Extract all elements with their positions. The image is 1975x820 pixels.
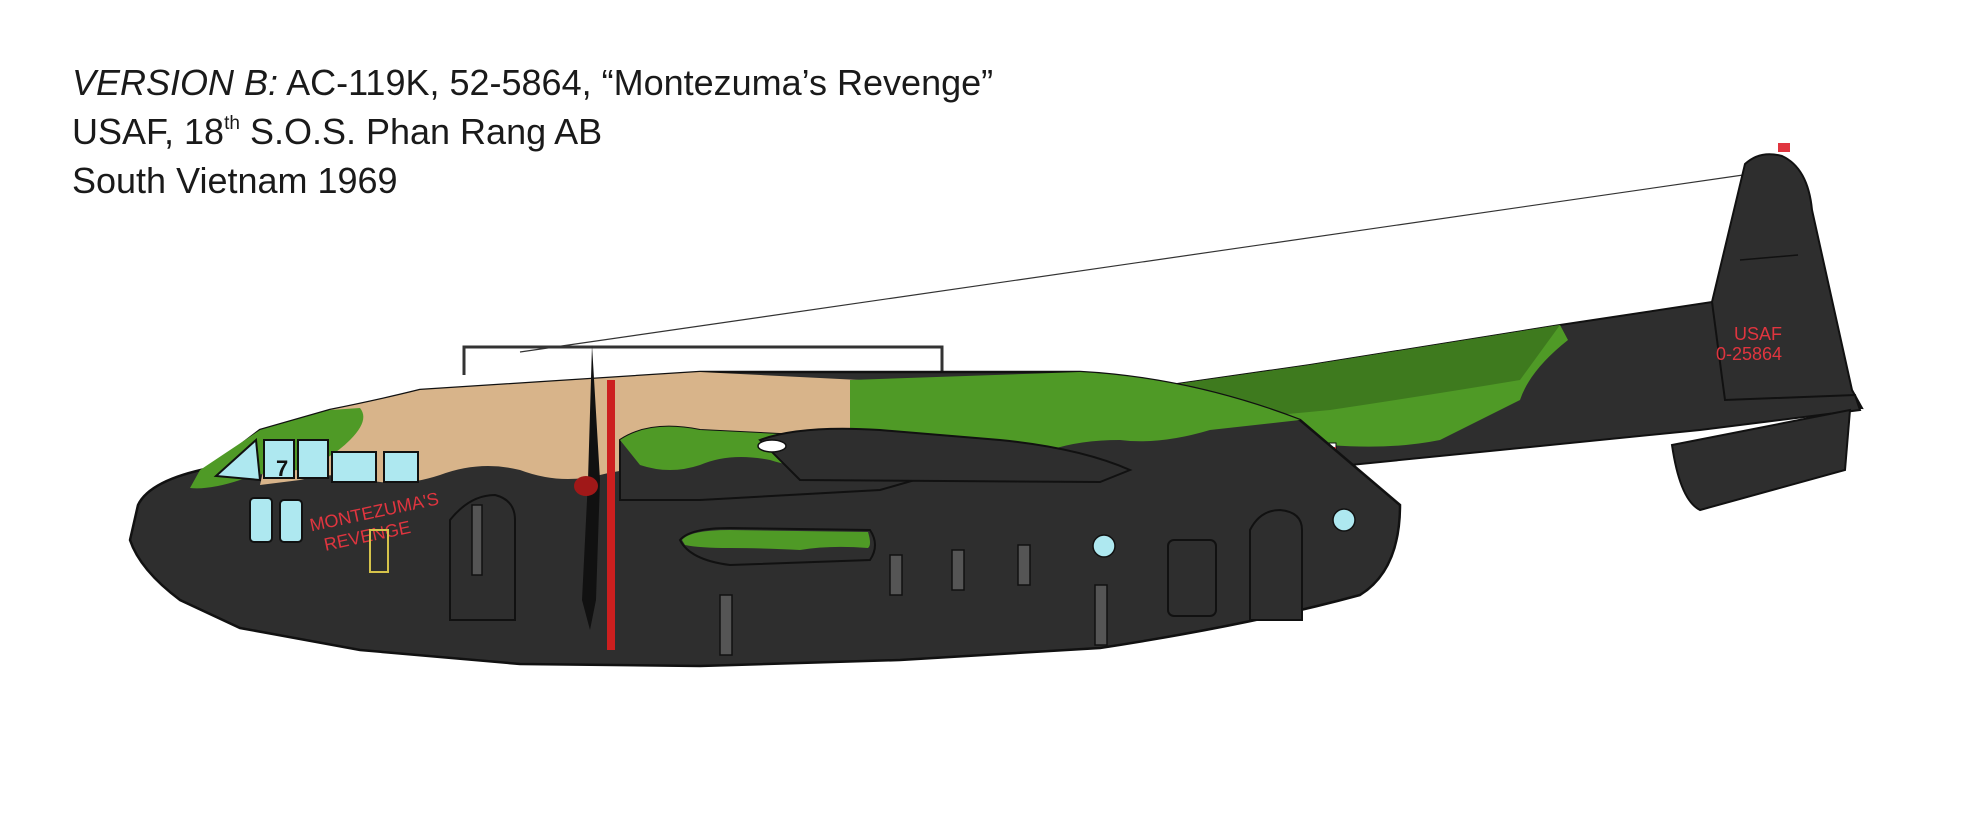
version-label: VERSION B: bbox=[72, 62, 279, 103]
horizontal-stabilizer bbox=[1670, 408, 1852, 512]
tail-serial: 0-25864 bbox=[1716, 344, 1782, 364]
unit-prefix: USAF, 18 bbox=[72, 111, 225, 152]
tail-light bbox=[1778, 143, 1790, 152]
tail-fin bbox=[1710, 153, 1864, 410]
engine-intake bbox=[757, 439, 787, 453]
antenna-wire bbox=[519, 173, 1751, 353]
caption-line-3: South Vietnam 1969 bbox=[72, 160, 398, 201]
cockpit-windows bbox=[213, 437, 419, 543]
minigun-stations bbox=[719, 544, 1108, 656]
jet-pod-camo bbox=[682, 530, 870, 550]
nose-art-doorway bbox=[369, 529, 389, 573]
cargo-door bbox=[1249, 508, 1303, 621]
antenna-mast bbox=[462, 345, 944, 392]
aircraft-designation: AC-119K, 52-5864, “Montezuma’s Revenge” bbox=[278, 62, 994, 103]
caption-line-1: VERSION B: AC-119K, 52-5864, “Montezuma’… bbox=[72, 58, 993, 107]
tail-marking-usaf: USAF bbox=[1734, 324, 1782, 344]
propeller bbox=[574, 345, 615, 650]
rudder-line bbox=[1739, 254, 1799, 261]
caption-line-2: USAF, 18th S.O.S. Phan Rang AB bbox=[72, 107, 993, 156]
unit-base: S.O.S. Phan Rang AB bbox=[239, 111, 603, 152]
flare-launcher bbox=[1167, 539, 1217, 617]
nose-number: 7 bbox=[276, 456, 288, 481]
unit-ordinal: th bbox=[224, 113, 240, 134]
engine-cowling bbox=[758, 427, 1133, 484]
door-gun bbox=[471, 504, 483, 576]
profile-caption: VERSION B: AC-119K, 52-5864, “Montezuma’… bbox=[72, 58, 993, 205]
